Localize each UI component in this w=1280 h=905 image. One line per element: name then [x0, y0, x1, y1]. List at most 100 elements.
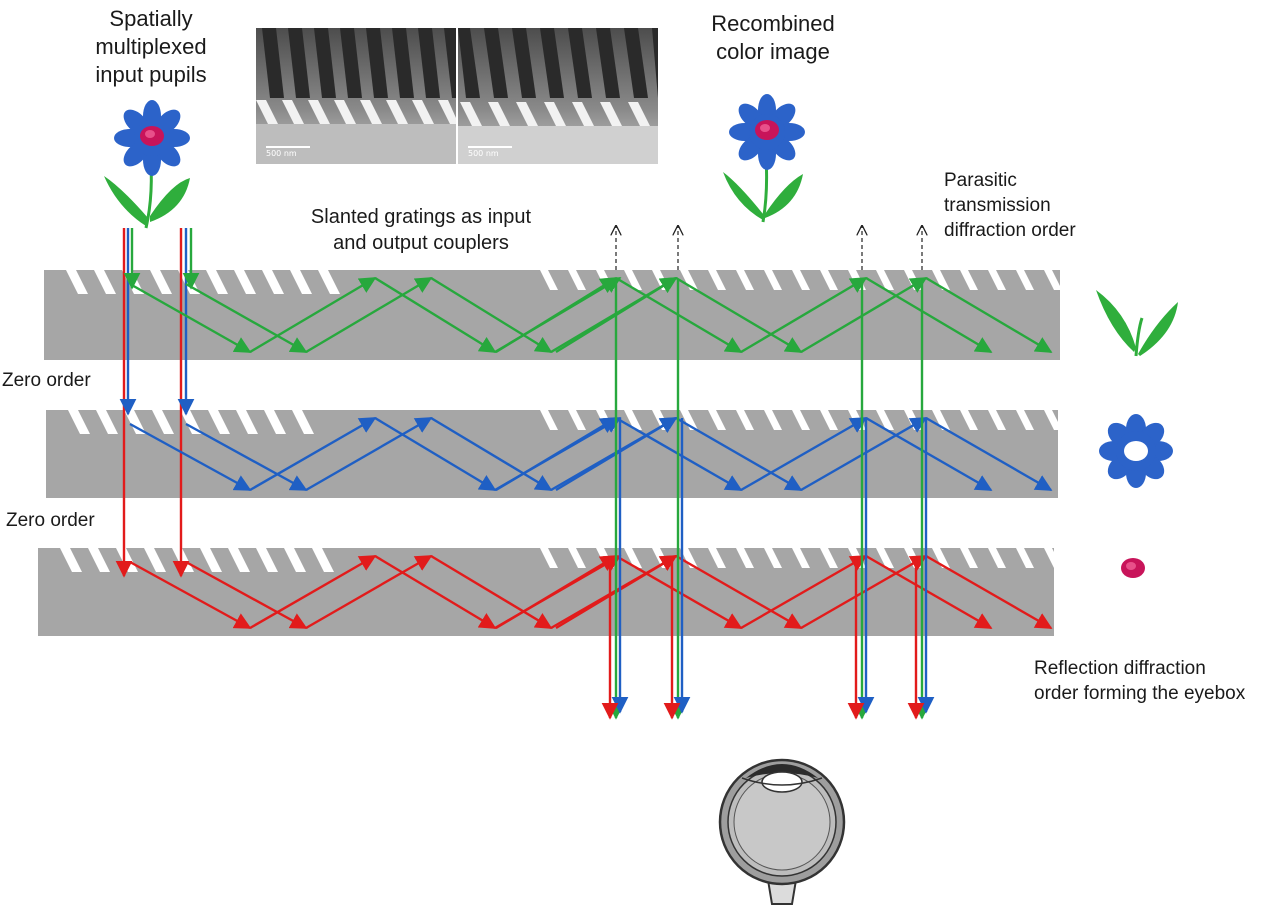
waveguide-plates [38, 270, 1060, 636]
red-waveguide-ray-mid [495, 554, 618, 630]
parasitic-line-3: diffraction order [944, 220, 1076, 241]
grating-slot [1044, 410, 1062, 430]
green-waveguide-ray-a [249, 276, 377, 354]
grating-slot [680, 410, 698, 430]
reflection-line-2: order forming the eyebox [1034, 683, 1246, 704]
red-waveguide-ray-mid [800, 554, 928, 630]
grating-slot [960, 270, 978, 290]
grating-slot [318, 270, 340, 294]
grating-slot [262, 270, 284, 294]
red-waveguide-ray-mid [865, 554, 993, 630]
grating-slot [290, 270, 312, 294]
grating-slot [256, 548, 278, 572]
red-waveguide-ray-mid [925, 554, 1053, 630]
grating-slot [144, 548, 166, 572]
blue-waveguide-ray-b [430, 416, 553, 492]
sem-scale-right: 500 nm [468, 146, 512, 158]
green-waveguide-ray-mid [800, 276, 928, 354]
grating-slot [234, 270, 256, 294]
grating-slot [764, 410, 782, 430]
grating-slot [680, 270, 698, 290]
grating-slot [988, 548, 1006, 568]
grating-slot [1016, 270, 1034, 290]
red-waveguide-ray-a [249, 554, 377, 630]
grating-slot [792, 270, 810, 290]
grating-slot [60, 548, 82, 572]
blue-waveguide-ray-b [185, 422, 308, 492]
grating-slot [236, 410, 258, 434]
red-waveguide-ray-b [185, 560, 308, 630]
blue-waveguide-ray-mid [675, 416, 803, 492]
sem-scale-left: 500 nm [266, 146, 310, 158]
grating-slot [206, 270, 228, 294]
sem-right-art [458, 28, 658, 164]
red-waveguide [38, 548, 1054, 636]
grating-slot [736, 548, 754, 568]
grating-slot [708, 548, 726, 568]
green-waveguide-ray-a [374, 276, 497, 354]
input-pupils-line-3: input pupils [95, 62, 207, 87]
grating-slot [624, 270, 642, 290]
zero-order-label-1: Zero order [2, 370, 91, 391]
green-waveguide-ray-a [129, 282, 252, 354]
leaves-icon [1096, 290, 1178, 357]
eye-icon [718, 758, 846, 905]
sem-image-right: 500 nm [458, 28, 658, 164]
grating-slot [1044, 270, 1062, 290]
grating-slot [1016, 410, 1034, 430]
zero-order-label-2: Zero order [6, 510, 95, 531]
input-pupils-line-1: Spatially [109, 6, 193, 31]
grating-slot [932, 410, 950, 430]
grating-slot [932, 548, 950, 568]
grating-slot [180, 410, 202, 434]
grating-slot [150, 270, 172, 294]
blue-waveguide-ray-a [374, 416, 497, 492]
grating-slot [792, 548, 810, 568]
input-pupils-label: Spatially multiplexed input pupils [56, 5, 246, 89]
grating-slot [876, 548, 894, 568]
grating-slot [68, 410, 90, 434]
green-waveguide-ray-b [305, 276, 433, 354]
sem-left-art [256, 28, 456, 164]
red-waveguide-ray-b [430, 554, 553, 630]
red-waveguide-ray-mid [675, 554, 803, 630]
green-waveguide-ray-b [185, 282, 308, 354]
grating-slot [116, 548, 138, 572]
grating-slot [792, 410, 810, 430]
grating-slot [736, 410, 754, 430]
blue-waveguide-ray-b [305, 416, 433, 492]
grating-slot [820, 548, 838, 568]
input-pupils-line-2: multiplexed [95, 34, 207, 59]
grating-slot [540, 410, 558, 430]
light-rays [115, 226, 1053, 720]
grating-slot [540, 548, 558, 568]
grating-slot [208, 410, 230, 434]
blue-waveguide-ray-mid [800, 416, 928, 492]
parasitic-label: Parasitic transmission diffraction order [944, 168, 1144, 243]
blue-waveguide-ray-mid [925, 416, 1053, 492]
grating-slot [988, 270, 1006, 290]
grating-slot [876, 410, 894, 430]
grating-slot [988, 410, 1006, 430]
grating-slot [708, 410, 726, 430]
grating-slot [66, 270, 88, 294]
green-waveguide-ray-mid [495, 276, 618, 354]
grating-slot [124, 410, 146, 434]
grating-slot [680, 548, 698, 568]
grating-slot [94, 270, 116, 294]
grating-slot [876, 270, 894, 290]
grating-slot [228, 548, 250, 572]
grating-slot [960, 548, 978, 568]
parasitic-line-1: Parasitic [944, 170, 1017, 191]
grating-slot [820, 410, 838, 430]
grating-slot [540, 270, 558, 290]
blue-flower-ring-icon [1099, 414, 1173, 488]
recombined-line-1: Recombined [711, 11, 835, 36]
red-waveguide-ray-mid [740, 554, 868, 630]
grating-slot [568, 410, 586, 430]
grating-slot [568, 270, 586, 290]
slanted-gratings-label: Slanted gratings as input and output cou… [276, 204, 566, 256]
blue-waveguide-ray-mid [740, 416, 868, 492]
grating-slot [736, 270, 754, 290]
